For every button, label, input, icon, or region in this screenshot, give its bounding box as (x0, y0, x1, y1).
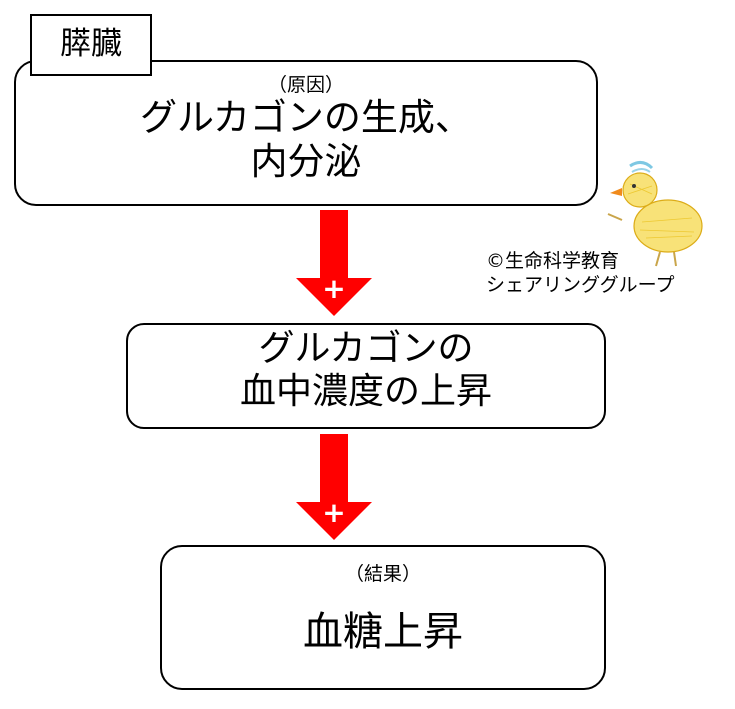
plus-sign-2: + (322, 496, 345, 529)
cause-line-2: 内分泌 (250, 139, 362, 183)
result-box: （結果） 血糖上昇 (160, 545, 606, 690)
result-tag: （結果） (344, 563, 421, 585)
plus-sign-1: + (322, 272, 345, 305)
cause-tag: （原因） (267, 74, 344, 96)
cause-line-1: グルカゴンの生成、 (140, 96, 472, 139)
result-text: 血糖上昇 (303, 609, 463, 655)
arrow-down-plus-1: + (296, 210, 372, 316)
middle-text: グルカゴンの 血中濃度の上昇 (128, 327, 604, 413)
credit-line-2: シェアリンググループ (486, 274, 675, 296)
credit-line-1: ©生命科学教育 (486, 250, 620, 272)
cause-box: （原因） グルカゴンの生成、 内分泌 (14, 60, 598, 206)
arrow-down-plus-2: + (296, 434, 372, 540)
chick-icon (607, 161, 703, 267)
cause-text: グルカゴンの生成、 内分泌 (16, 96, 596, 183)
middle-line-2: 血中濃度の上昇 (239, 371, 492, 413)
organ-label: 膵臓 (30, 14, 152, 76)
middle-line-1: グルカゴンの (258, 328, 474, 369)
credit-text: ©生命科学教育 シェアリンググループ (486, 249, 674, 297)
middle-box: グルカゴンの 血中濃度の上昇 (126, 323, 606, 429)
